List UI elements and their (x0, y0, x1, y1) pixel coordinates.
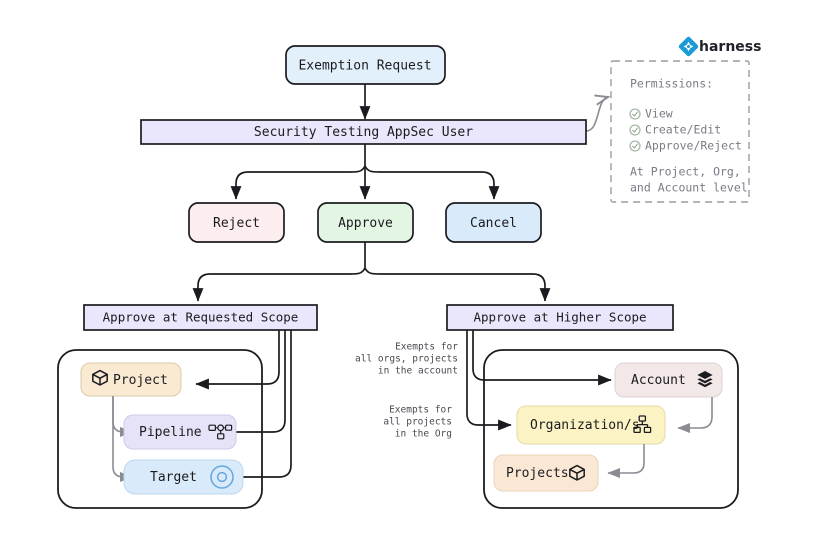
edge-account-to-organizations (677, 397, 713, 434)
node-label: Reject (213, 216, 260, 231)
requested-scope-cluster (57, 349, 263, 509)
node-target[interactable]: Target (123, 459, 244, 495)
permission-label: View (645, 107, 673, 121)
permission-item-view: View (629, 107, 673, 121)
check-circle-icon (629, 140, 641, 152)
edge-scope-to-account (472, 330, 612, 386)
node-label: Project (113, 373, 168, 388)
permissions-border (610, 60, 750, 203)
edge-actor-to-reject (230, 165, 366, 200)
edge-scope-to-organizations (466, 330, 512, 431)
node-label: Projects (506, 466, 569, 481)
edge-scope-to-pipeline (213, 330, 286, 438)
edge-scope-to-project (195, 330, 280, 390)
node-label: Approve at Requested Scope (103, 310, 299, 325)
permissions-footer-line-2: and Account level (630, 181, 748, 195)
permission-item-create-edit: Create/Edit (629, 123, 721, 137)
layers-icon (697, 371, 713, 388)
higher-scope-cluster (483, 349, 739, 509)
permission-label: Create/Edit (645, 123, 721, 137)
edge-actor-to-cancel (364, 165, 500, 200)
permission-item-approve-reject: Approve/Reject (629, 139, 742, 153)
node-pipeline[interactable]: Pipeline (123, 414, 237, 450)
check-circle-icon (629, 124, 641, 136)
edge-organizations-to-projects (607, 444, 645, 479)
permissions-panel: Permissions: View Create/Edit (610, 60, 750, 203)
node-approve-higher-scope[interactable]: Approve at Higher Scope (446, 304, 674, 331)
edge-approve-to-requested-scope (192, 267, 366, 302)
edge-label-line: in the account (378, 366, 458, 377)
target-icon (210, 465, 234, 489)
node-reject[interactable]: Reject (188, 202, 285, 243)
edge-scope-to-target (210, 330, 292, 483)
permissions-footer-line-1: At Project, Org, (630, 165, 741, 179)
node-label: Organization/s (530, 418, 640, 433)
node-label: Pipeline (139, 425, 202, 440)
node-label: Approve (338, 216, 393, 231)
node-label: Approve at Higher Scope (473, 310, 646, 325)
cube-icon (569, 464, 585, 481)
node-label: Cancel (470, 216, 517, 231)
edge-label-line: in the Org (395, 429, 452, 440)
edge-label-line: all orgs, projects (355, 354, 458, 365)
node-approve-requested-scope[interactable]: Approve at Requested Scope (83, 304, 318, 331)
cube-icon (92, 369, 108, 386)
node-project[interactable]: Project (80, 362, 182, 397)
node-approve[interactable]: Approve (317, 202, 414, 243)
node-label: Security Testing AppSec User (254, 125, 473, 140)
node-organizations[interactable]: Organization/s (516, 405, 666, 445)
harness-diamond-icon (678, 36, 699, 57)
node-exemption-request[interactable]: Exemption Request (285, 45, 446, 85)
node-label: Account (631, 373, 686, 388)
node-label: Exemption Request (298, 59, 431, 74)
node-cancel[interactable]: Cancel (445, 202, 542, 243)
harness-logo: harness (678, 36, 761, 57)
node-projects[interactable]: Projects (493, 454, 599, 492)
edge-label-line: Exempts for (389, 405, 452, 416)
pipeline-icon (208, 424, 233, 440)
node-appsec-user[interactable]: Security Testing AppSec User (140, 119, 587, 145)
edge-label-exempts-org: Exempts for all projects in the Org (383, 405, 452, 440)
check-circle-icon (629, 108, 641, 120)
edge-label-line: Exempts for (395, 342, 458, 353)
permissions-heading: Permissions: (630, 77, 713, 91)
edge-label-exempts-account: Exempts for all orgs, projects in the ac… (355, 342, 458, 377)
brand-name: harness (699, 39, 761, 55)
permission-label: Approve/Reject (645, 139, 742, 153)
edge-actor-to-permissions (585, 97, 608, 132)
node-account[interactable]: Account (614, 362, 723, 398)
org-chart-icon (633, 415, 652, 434)
edge-approve-to-higher-scope (364, 267, 551, 302)
edge-label-line: all projects (383, 417, 452, 428)
node-label: Target (150, 470, 197, 485)
